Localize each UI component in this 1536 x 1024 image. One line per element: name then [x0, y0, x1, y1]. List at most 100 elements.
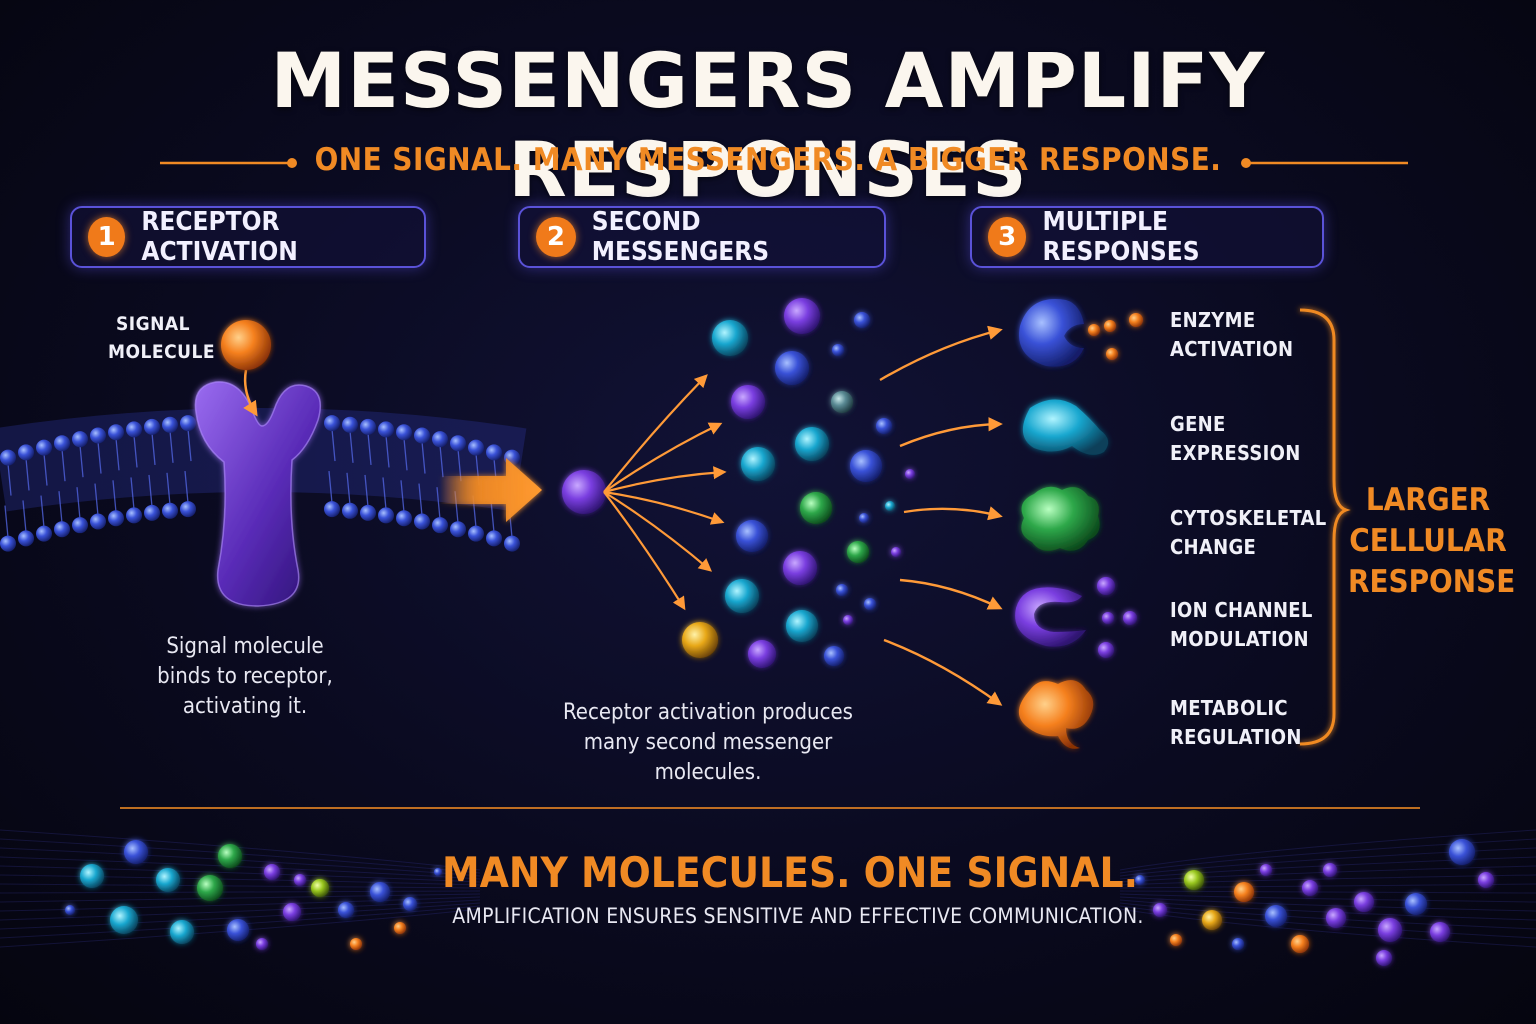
bottom-molecule — [197, 875, 223, 901]
lipid-tail — [364, 474, 369, 507]
big-transfer-arrow — [440, 458, 542, 522]
lipid-tail — [457, 449, 462, 482]
bottom-molecule — [1234, 882, 1254, 902]
messenger-caption-line2: many second messenger — [583, 730, 833, 755]
lipid-head — [450, 521, 466, 538]
gene-icon — [1022, 399, 1109, 455]
lipid-head — [324, 415, 340, 432]
response-bracket — [1299, 308, 1351, 746]
response-label-cytoskeletal: CYTOSKELETAL CHANGE — [1170, 504, 1327, 562]
lipid-head — [450, 435, 466, 452]
flow-line — [0, 899, 481, 921]
flow-line — [0, 883, 481, 889]
signal-molecule-label: SIGNAL MOLECULE — [108, 310, 215, 366]
response-1-line1: GENE — [1170, 412, 1226, 436]
bottom-molecule — [124, 840, 148, 864]
lipid-tail — [169, 430, 174, 463]
lipid-tail — [400, 480, 405, 513]
larger-line1: LARGER — [1365, 482, 1491, 518]
response-arrows — [879, 325, 1003, 706]
lipid-tail — [439, 445, 444, 478]
response-2-line2: CHANGE — [1170, 535, 1257, 559]
bottom-molecule — [1291, 935, 1309, 953]
lipid-head — [54, 521, 70, 538]
bottom-title: MANY MOLECULES. ONE SIGNAL. — [442, 848, 1138, 897]
bottom-molecule — [294, 874, 306, 886]
lipid-tail — [4, 505, 9, 538]
lipid-tail — [43, 453, 48, 486]
second-messenger-molecule — [885, 501, 895, 511]
second-messenger-molecule — [725, 579, 759, 613]
bottom-molecule-field — [0, 829, 1536, 966]
lipid-tail — [130, 477, 135, 510]
bottom-molecule — [1405, 893, 1427, 915]
lipid-tail — [385, 435, 390, 468]
second-messenger-molecule — [786, 610, 818, 642]
lipid-tail — [151, 432, 156, 465]
second-messenger-molecule — [800, 492, 832, 524]
receptor-caption-line2: binds to receptor, — [157, 664, 333, 689]
flow-line — [0, 847, 481, 877]
lipid-head — [360, 418, 376, 435]
second-messenger-molecule — [859, 513, 869, 523]
second-messenger-molecule — [731, 385, 765, 419]
lipid-tail — [115, 438, 120, 471]
step-3-label: MULTIPLE RESPONSES — [1042, 207, 1200, 267]
step-1-number: 1 — [88, 217, 126, 257]
lipid-head — [36, 525, 52, 542]
second-messenger-molecule — [795, 427, 829, 461]
lipid-tail — [403, 438, 408, 471]
lipid-tail — [25, 458, 30, 491]
response-arrow — [903, 506, 1003, 521]
messenger-caption: Receptor activation produces many second… — [548, 698, 868, 788]
response-2-line1: CYTOSKELETAL — [1170, 506, 1327, 530]
bottom-molecule — [1378, 918, 1402, 942]
response-4-line2: REGULATION — [1170, 725, 1302, 749]
lipid-tail — [7, 463, 12, 496]
flow-line — [0, 893, 481, 903]
lipid-head — [504, 535, 520, 552]
response-1-line2: EXPRESSION — [1170, 441, 1301, 465]
metabolic-icon — [1018, 680, 1094, 749]
lipid-tail — [40, 495, 45, 528]
response-label-metabolic: METABOLIC REGULATION — [1170, 694, 1320, 752]
second-messenger-molecule — [891, 547, 901, 557]
flow-line — [0, 874, 481, 886]
lipid-head — [162, 416, 178, 433]
lipid-head — [162, 502, 178, 519]
lipid-tail — [367, 432, 372, 465]
flow-line — [0, 838, 481, 874]
bottom-molecule — [1260, 864, 1272, 876]
bottom-molecule — [110, 906, 138, 934]
flow-line — [0, 829, 481, 871]
bottom-subtitle: AMPLIFICATION ENSURES SENSITIVE AND EFFE… — [452, 904, 1144, 928]
fan-arrow — [603, 374, 708, 493]
lipid-tail — [346, 472, 351, 505]
lipid-tail — [349, 430, 354, 463]
second-messenger-molecule — [850, 450, 882, 482]
second-messenger-molecule — [905, 469, 915, 479]
lipid-head — [0, 535, 16, 552]
lipid-head — [324, 501, 340, 518]
response-label-ion-channel: ION CHANNEL MODULATION — [1170, 596, 1320, 654]
lipid-head — [144, 418, 160, 435]
lipid-head — [414, 427, 430, 444]
lipid-head — [90, 427, 106, 444]
flow-line — [1119, 883, 1536, 889]
second-messenger-molecule — [876, 418, 892, 434]
response-label-enzyme: ENZYME ACTIVATION — [1170, 306, 1320, 364]
second-messenger-molecule — [775, 351, 809, 385]
fan-arrows — [603, 374, 727, 611]
larger-line3: RESPONSE — [1348, 564, 1516, 600]
step-3-number: 3 — [988, 217, 1027, 257]
lipid-head — [468, 439, 484, 456]
lipid-head — [180, 501, 196, 518]
page-title: MESSENGERS AMPLIFY RESPONSES — [270, 36, 1266, 214]
response-4-line1: METABOLIC — [1170, 696, 1288, 720]
lipid-head — [342, 416, 358, 433]
response-3-line2: MODULATION — [1170, 627, 1309, 651]
lipid-tail — [133, 435, 138, 468]
lipid-head — [432, 431, 448, 448]
lipid-tail — [79, 445, 84, 478]
response-arrow — [899, 417, 1003, 448]
